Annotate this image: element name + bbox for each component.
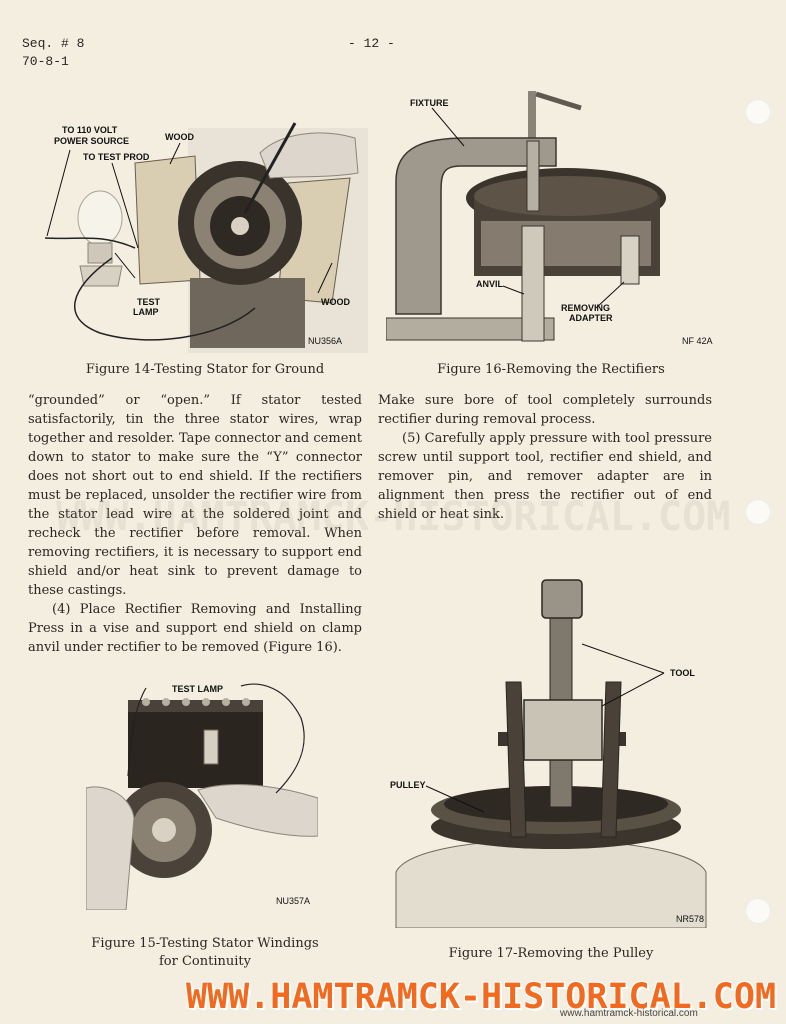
label-adapter: ADAPTER	[569, 313, 613, 323]
label-fixture: FIXTURE	[410, 98, 449, 108]
label-test-lamp: TEST LAMP	[172, 684, 223, 694]
figure-17-photo: TOOL PULLEY NR578	[386, 572, 716, 928]
figure-17-caption: Figure 17-Removing the Pulley	[448, 946, 654, 961]
label-wood-bottom: WOOD	[321, 297, 350, 307]
label-power-source: TO 110 VOLT	[62, 125, 118, 135]
sequence-number: Seq. # 8	[22, 36, 85, 51]
figure-15-photo: TEST LAMP NU357A	[86, 678, 318, 910]
paragraph: Make sure bore of tool completely surrou…	[378, 393, 712, 427]
label-removing: REMOVING	[561, 303, 610, 313]
figure-16-id: NF 42A	[682, 336, 713, 346]
label-anvil: ANVIL	[476, 279, 504, 289]
label-power-source-2: POWER SOURCE	[54, 136, 129, 146]
right-column-text: Make sure bore of tool completely surrou…	[378, 391, 712, 524]
figure-15-id: NU357A	[276, 896, 310, 906]
page-number: - 12 -	[348, 36, 395, 51]
paragraph: “grounded” or “open.” If stator tested s…	[28, 393, 362, 598]
website-watermark: WWW.HAMTRAMCK-HISTORICAL.COM	[186, 977, 777, 1017]
figure-15-caption: Figure 15-Testing Stator Windings for Co…	[40, 935, 370, 971]
figure-14-id: NU356A	[308, 336, 342, 346]
left-column-text: “grounded” or “open.” If stator tested s…	[28, 391, 362, 657]
label-test: TEST	[137, 297, 161, 307]
label-test-prod: TO TEST PROD	[83, 152, 150, 162]
label-tool: TOOL	[670, 668, 695, 678]
figure-15-caption-line2: for Continuity	[159, 954, 251, 969]
paragraph: (4) Place Rectifier Removing and Install…	[28, 602, 362, 655]
label-pulley: PULLEY	[390, 780, 426, 790]
figure-16-caption: Figure 16-Removing the Rectifiers	[437, 362, 665, 377]
label-wood-top: WOOD	[165, 132, 194, 142]
figure-17-id: NR578	[676, 914, 704, 924]
figure-14-caption: Figure 14-Testing Stator for Ground	[85, 362, 325, 377]
label-lamp: LAMP	[133, 307, 159, 317]
punch-hole	[745, 898, 771, 924]
website-watermark-small: www.hamtramck-historical.com	[560, 1008, 698, 1019]
punch-hole	[745, 99, 771, 125]
figure-14-photo: TO 110 VOLT POWER SOURCE TO TEST PROD WO…	[40, 108, 370, 353]
figure-15-caption-line1: Figure 15-Testing Stator Windings	[91, 936, 319, 951]
paragraph: (5) Carefully apply pressure with tool p…	[378, 431, 712, 522]
figure-16-photo: FIXTURE ANVIL REMOVING ADAPTER NF 42A	[386, 86, 726, 351]
punch-hole	[745, 499, 771, 525]
document-code: 70-8-1	[22, 54, 69, 69]
